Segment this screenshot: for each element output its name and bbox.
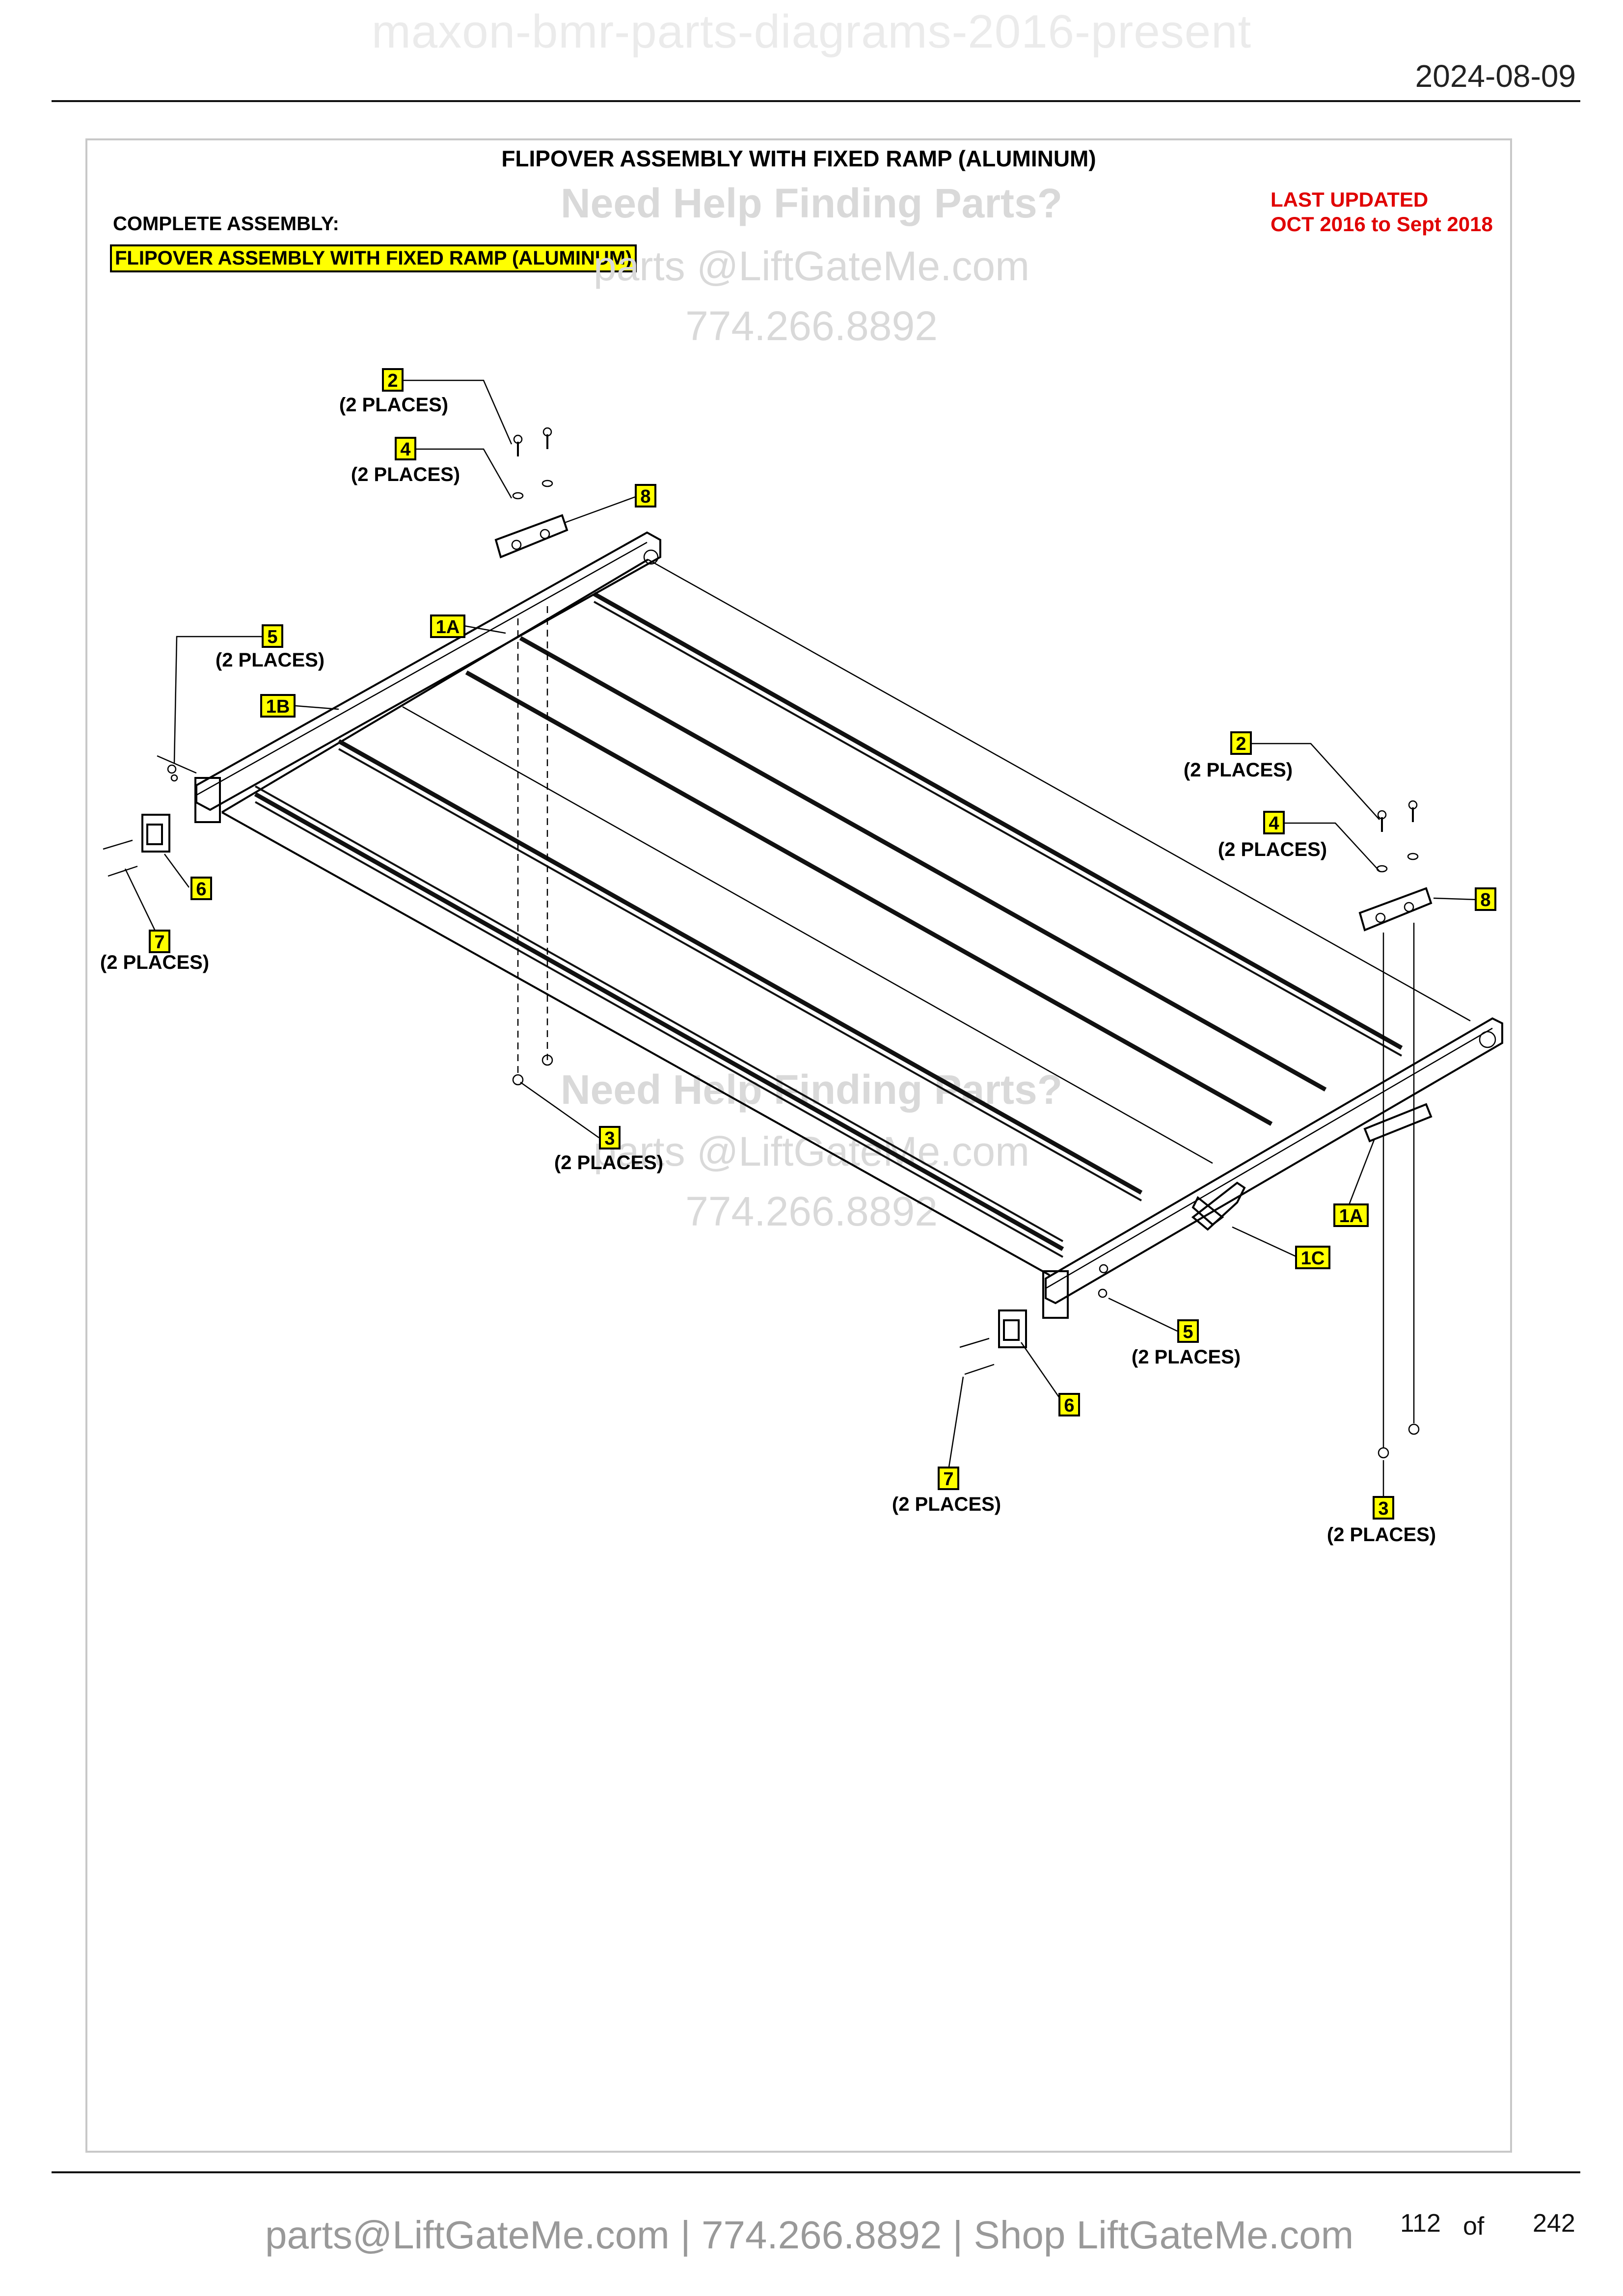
- callout-5-left-note: (2 PLACES): [216, 649, 325, 671]
- callout-2-right-note: (2 PLACES): [1184, 759, 1293, 781]
- watermark-help-upper: Need Help Finding Parts?: [560, 180, 1063, 226]
- callout-6-right: 6: [1064, 1395, 1074, 1416]
- callout-3-left: 3: [604, 1128, 615, 1149]
- page-total: 242: [1533, 2209, 1575, 2238]
- header-date: 2024-08-09: [1415, 58, 1576, 94]
- callout-7-right-note: (2 PLACES): [892, 1494, 1001, 1515]
- last-updated-range: OCT 2016 to Sept 2018: [1271, 213, 1493, 236]
- watermark-phone-upper: 774.266.8892: [685, 303, 938, 349]
- callout-8-right: 8: [1480, 890, 1490, 910]
- bolt-paths: [512, 606, 1420, 1459]
- callout-1b: 1B: [266, 696, 290, 717]
- callout-8-right-box: [1475, 887, 1496, 911]
- bolts-top-right: [1376, 800, 1419, 873]
- last-updated-note: LAST UPDATED OCT 2016 to Sept 2018: [1271, 187, 1493, 237]
- callout-4-right-box: [1263, 811, 1285, 834]
- header-rule: [52, 100, 1580, 102]
- watermark-email-upper: parts @LiftGateMe.com: [593, 243, 1030, 289]
- callout-3-right-note: (2 PLACES): [1327, 1524, 1436, 1546]
- callout-1a-left-box: [430, 614, 465, 638]
- footer-contact: parts@LiftGateMe.com | 774.266.8892 | Sh…: [265, 2213, 1354, 2257]
- side-bolts-left: [157, 755, 197, 782]
- callout-4-right-note: (2 PLACES): [1218, 839, 1327, 860]
- header-watermark: maxon-bmr-parts-diagrams-2016-present: [371, 5, 1252, 58]
- last-updated-label: LAST UPDATED: [1271, 188, 1429, 211]
- bolts-top-left: [512, 427, 553, 500]
- callout-7-left-note: (2 PLACES): [100, 952, 209, 973]
- callout-8-left-box: [635, 484, 656, 507]
- hinge-left: [103, 814, 170, 877]
- deck-ribs: [254, 592, 1403, 1258]
- diagram-title: FLIPOVER ASSEMBLY WITH FIXED RAMP (ALUMI…: [501, 146, 1096, 171]
- callouts: 2 (2 PLACES) 4 (2 PLACES) 8 1A 5 (2 PLAC…: [100, 368, 1496, 1546]
- assembly-drawing: .p { fill:none; stroke:#000; stroke-widt…: [100, 368, 1503, 1546]
- diagram-frame: [85, 138, 1512, 2153]
- callout-6-left-box: [190, 877, 212, 900]
- footer-rule: [52, 2171, 1580, 2173]
- callout-8-left: 8: [640, 486, 650, 507]
- hinge-right: [959, 1309, 1027, 1375]
- callout-7-right-box: [938, 1467, 959, 1490]
- callout-3-left-note: (2 PLACES): [554, 1152, 663, 1174]
- complete-assembly-name: FLIPOVER ASSEMBLY WITH FIXED RAMP (ALUMI…: [110, 244, 637, 272]
- callout-3-right: 3: [1378, 1498, 1388, 1519]
- callout-2-left-box: [382, 368, 404, 392]
- callout-1a-right: 1A: [1339, 1206, 1363, 1227]
- callout-2-left: 2: [387, 371, 398, 391]
- callout-1b-box: [260, 694, 296, 718]
- spacer-1a-right: [1363, 1103, 1433, 1143]
- page-current: 112: [1400, 2209, 1441, 2238]
- callout-1a-left: 1A: [436, 617, 460, 638]
- callout-7-left-box: [149, 930, 170, 953]
- callout-5-left: 5: [267, 627, 277, 647]
- side-bolts-right: [1098, 1264, 1109, 1298]
- left-frame-beam: [194, 531, 661, 823]
- callout-6-left: 6: [196, 879, 206, 900]
- leader-lines: [124, 379, 1478, 1497]
- callout-4-left: 4: [400, 439, 410, 460]
- callout-5-left-box: [262, 624, 283, 648]
- deck-outline: [221, 559, 1471, 1276]
- callout-5-right: 5: [1183, 1322, 1193, 1342]
- callout-6-right-box: [1058, 1393, 1080, 1416]
- spacer-right: [1358, 887, 1433, 932]
- callout-3-left-box: [599, 1126, 621, 1149]
- right-frame-beam: [1042, 1017, 1503, 1319]
- callout-4-right: 4: [1269, 813, 1279, 834]
- callout-2-right-box: [1230, 731, 1252, 755]
- callout-1c-box: [1295, 1246, 1330, 1269]
- callout-5-right-box: [1177, 1319, 1199, 1343]
- callout-7-left: 7: [154, 932, 164, 953]
- callout-2-right: 2: [1236, 734, 1246, 754]
- page-of: of: [1463, 2212, 1485, 2241]
- callout-1c: 1C: [1301, 1248, 1325, 1269]
- callout-4-left-box: [395, 437, 416, 460]
- callout-2-left-note: (2 PLACES): [339, 394, 448, 416]
- callout-3-right-box: [1373, 1496, 1394, 1520]
- latch-1c: [1191, 1181, 1246, 1231]
- watermark-email-lower: parts @LiftGateMe.com: [593, 1128, 1030, 1175]
- callout-1a-right-box: [1333, 1203, 1369, 1227]
- spacer-left: [494, 514, 568, 559]
- callout-5-right-note: (2 PLACES): [1132, 1346, 1241, 1368]
- watermark-phone-lower: 774.266.8892: [685, 1188, 938, 1234]
- callout-4-left-note: (2 PLACES): [351, 464, 460, 485]
- callout-7-right: 7: [943, 1469, 953, 1490]
- complete-assembly-label: COMPLETE ASSEMBLY:: [113, 213, 339, 235]
